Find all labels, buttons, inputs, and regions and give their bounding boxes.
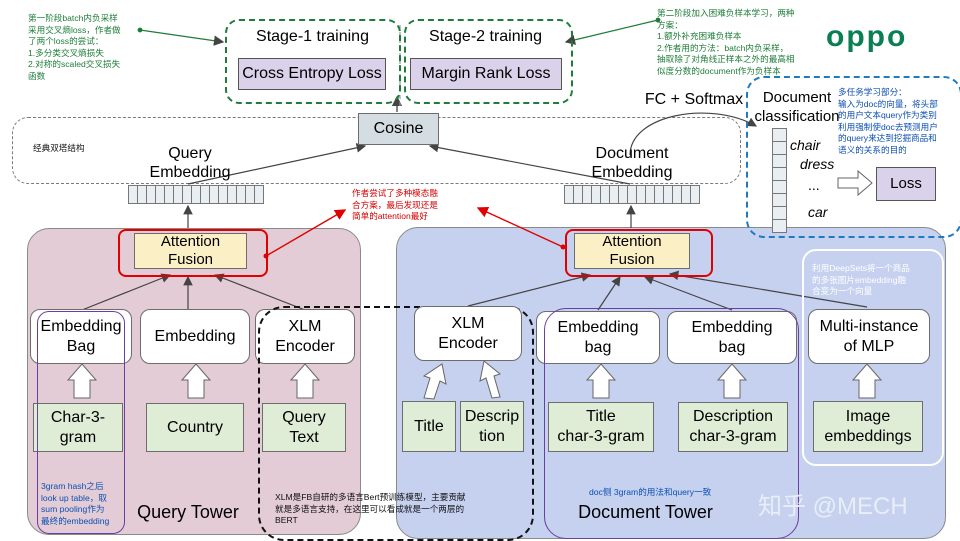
query-embedding-vector (128, 185, 264, 204)
stage2-note: 第二阶段加入困难负样本学习，两种 方案： 1.额外补充困难负样本 2.作者用的方… (657, 8, 795, 76)
query-attention-fusion: Attention Fusion (134, 233, 247, 269)
margin-rank-loss-box: Margin Rank Loss (410, 58, 562, 90)
doc-3gram-note: doc侧 3gram的用法和query一致 (589, 487, 712, 497)
loss-box: Loss (876, 167, 936, 201)
char3gram-purple-outline (37, 311, 125, 534)
document-embedding-label: Document Embedding (591, 145, 673, 181)
doc-title-char-3-gram: Title char-3-gram (548, 402, 654, 452)
stage2-title: Stage-2 training (429, 28, 542, 45)
doc-title: Title (402, 401, 456, 452)
query-tower-title: Query Tower (137, 502, 239, 522)
attention-note: 作者尝试了多种模态融 合方案，最后发现还是 简单的attention最好 (352, 188, 438, 221)
doc-image-embeddings: Image embeddings (813, 401, 923, 452)
query-text: Query Text (262, 403, 346, 452)
deepsets-white-outline (802, 249, 944, 466)
cross-entropy-loss-box: Cross Entropy Loss (238, 58, 386, 90)
cosine-box: Cosine (358, 113, 439, 145)
class-ellipsis: ... (808, 177, 820, 193)
doc-attention-fusion: Attention Fusion (574, 233, 690, 269)
stage1-dashed-region (225, 19, 401, 104)
doc-multi-instance-mlp: Multi-instance of MLP (808, 309, 930, 364)
doc-description-embedding-bag: Embedding bag (667, 311, 797, 364)
multitask-dashed-region (746, 76, 960, 238)
doc-attention-red-outline (565, 229, 713, 277)
query-attention-red-outline (118, 229, 268, 277)
class-chair: chair (790, 137, 821, 153)
stage2-dashed-region (404, 19, 573, 104)
stage1-title: Stage-1 training (256, 28, 369, 45)
query-embedding-label: Query Embedding (149, 145, 231, 181)
query-char-3-gram: Char-3- gram (33, 403, 123, 452)
zhihu-watermark: 知乎 @MECH (758, 493, 908, 520)
fc-softmax-label: FC + Softmax (644, 91, 744, 108)
multitask-note: 多任务学习部分： 输入为doc的向量，将头部 的用户文本query作为类别 利用… (838, 87, 938, 155)
class-car: car (808, 204, 828, 220)
oppo-logo: oppo (826, 20, 908, 53)
doc-xlm-encoder: XLM Encoder (414, 306, 522, 361)
document-classification-label: Document classification (754, 89, 840, 125)
class-dress: dress (800, 156, 835, 172)
doc-description-char-3-gram: Description char-3-gram (678, 402, 788, 452)
query-country-embedding: Embedding (140, 309, 250, 364)
doc-description: Descrip tion (460, 401, 524, 452)
classification-vector (772, 128, 787, 233)
doc-char3gram-purple-outline (544, 308, 799, 539)
query-country: Country (146, 403, 244, 452)
dual-tower-note: 经典双塔结构 (33, 143, 85, 153)
document-tower-title: Document Tower (578, 502, 713, 522)
char3gram-note: 3gram hash之后 look up table，取 sum pooling… (41, 481, 110, 526)
xlm-note: XLM是FB自研的多语言Bert预训练模型，主要贡献 就是多语言支持，在这里可以… (275, 492, 466, 525)
document-embedding-vector (564, 185, 700, 204)
stage1-note: 第一阶段batch内负采样 采用交叉熵loss，作者做 了两个loss的尝试： … (28, 13, 121, 81)
deepsets-note: 利用DeepSets将一个商品 的多张图片embedding融 合变为一个向量 (812, 263, 910, 296)
